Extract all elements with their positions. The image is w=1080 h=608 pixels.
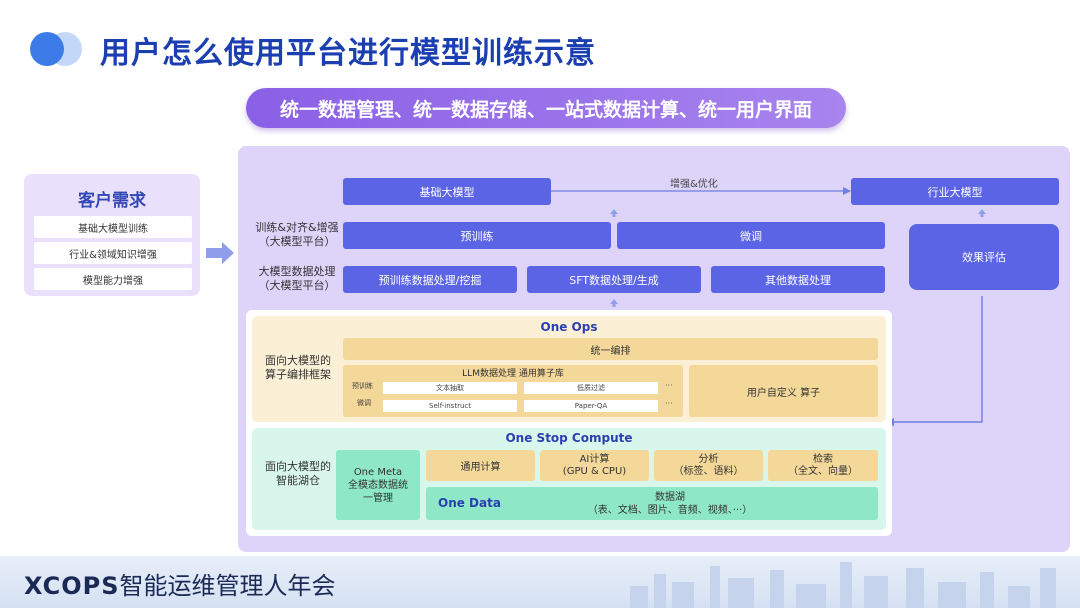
customer-need-item: 模型能力增强 [34, 268, 192, 290]
other-data-box: 其他数据处理 [711, 266, 885, 293]
footer-brand: XCOPS智能运维管理人年会 [24, 572, 336, 600]
operator-cell: Paper-QA [524, 400, 658, 412]
operator-cell: 文本抽取 [383, 382, 517, 394]
arrow-enhance-icon [551, 187, 851, 195]
one-ops-side-label: 面向大模型的 算子编排框架 [265, 354, 331, 381]
industry-model-box: 行业大模型 [851, 178, 1059, 205]
finetune-box: 微调 [617, 222, 885, 249]
pretrain-data-box: 预训练数据处理/挖掘 [343, 266, 517, 293]
one-data-box [426, 487, 878, 520]
arrow-right-icon [206, 242, 234, 264]
data-lake-label: 数据湖 （表、文档、图片、音频、视频、···） [587, 492, 753, 516]
one-stop-side-label: 面向大模型的 智能湖仓 [265, 460, 331, 487]
pretrain-box: 预训练 [343, 222, 611, 249]
one-stop-compute-title: One Stop Compute [505, 431, 633, 445]
data-row-label: 大模型数据处理 （大模型平台） [258, 265, 336, 292]
page-title: 用户怎么使用平台进行模型训练示意 [100, 36, 596, 71]
general-compute-box: 通用计算 [426, 450, 535, 481]
one-ops-title: One Ops [540, 320, 598, 334]
search-box: 检索 （全文、向量） [768, 450, 878, 481]
training-row-label: 训练&对齐&增强 （大模型平台） [255, 221, 339, 248]
logo-circles-icon [30, 32, 82, 66]
enhance-label: 增强&优化 [670, 179, 718, 190]
custom-operator-box: 用户自定义 算子 [689, 365, 878, 417]
ellipsis: ··· [665, 381, 673, 390]
arrow-up-icon [610, 209, 618, 217]
ellipsis: ··· [665, 399, 673, 408]
orchestration-box: 统一编排 [343, 338, 878, 360]
ai-compute-box: AI计算 (GPU & CPU) [540, 450, 649, 481]
operator-cell: 低质过滤 [524, 382, 658, 394]
customer-need-item: 行业&领域知识增强 [34, 242, 192, 264]
llm-library-title: LLM数据处理 通用算子库 [462, 368, 564, 379]
sft-data-box: SFT数据处理/生成 [527, 266, 701, 293]
customer-needs-title: 客户需求 [78, 191, 146, 211]
summary-banner: 统一数据管理、统一数据存储、一站式数据计算、统一用户界面 [246, 88, 846, 128]
operator-cell: Self-instruct [383, 400, 517, 412]
base-model-box: 基础大模型 [343, 178, 551, 205]
arrow-up-icon [978, 209, 986, 217]
pretrain-row-label: 预训练 [352, 382, 373, 390]
evaluation-box: 效果评估 [909, 224, 1059, 290]
one-data-label: One Data [438, 496, 501, 510]
finetune-row-label: 微调 [357, 399, 371, 407]
footer-band [0, 556, 1080, 608]
arrow-up-icon [610, 299, 618, 307]
feedback-arrow-icon [886, 296, 983, 426]
city-skyline-icon [630, 562, 1056, 608]
one-meta-box: One Meta 全模态数据统 一管理 [336, 450, 420, 520]
customer-need-item: 基础大模型训练 [34, 216, 192, 238]
analysis-box: 分析 （标签、语料） [654, 450, 763, 481]
